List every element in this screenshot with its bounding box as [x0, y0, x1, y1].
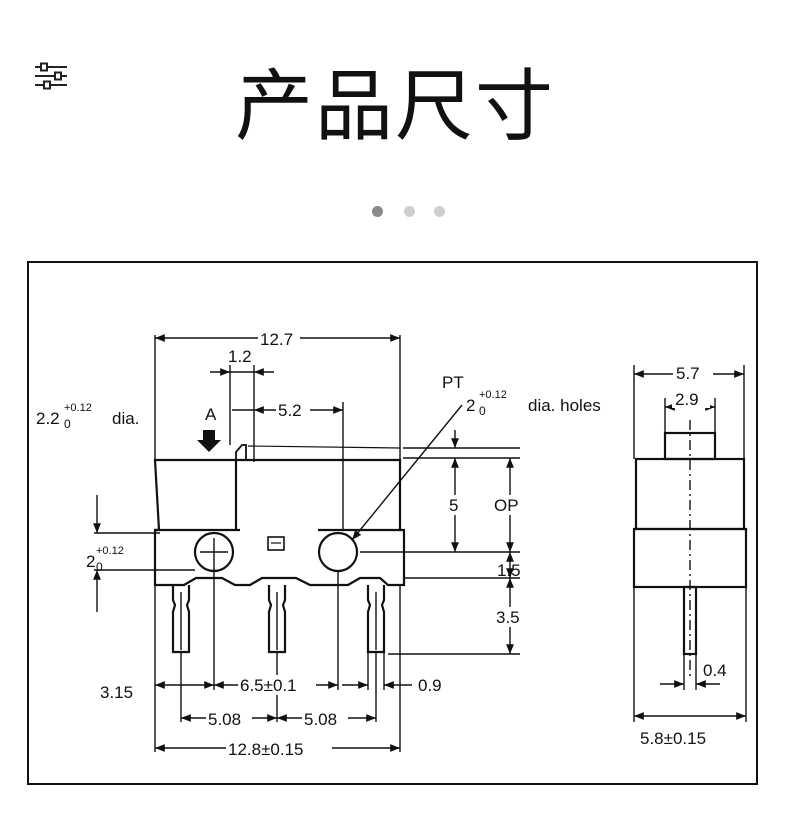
holes-base: 2 [466, 396, 475, 415]
mount-hole-left-tol: +0.12 [64, 402, 92, 414]
force-arrow [197, 430, 221, 452]
hole-dia-tol: +0.12 [96, 545, 124, 557]
mount-hole-left-suffix: dia. [112, 409, 139, 428]
dim-overall-base: 12.8±0.15 [228, 740, 304, 759]
carousel-indicator [372, 206, 452, 220]
dim-pin-pitch-left: 5.08 [208, 710, 241, 729]
dim-hole-bottom-gap: 1.5 [497, 561, 521, 580]
holes-tol0: 0 [479, 404, 486, 418]
dim-actuator-offset: 1.2 [228, 347, 252, 366]
dim-pin-pitch-outer: 6.5±0.1 [240, 676, 297, 695]
dim-pin-length: 3.5 [496, 608, 520, 627]
carousel-dot-1[interactable] [372, 206, 383, 217]
carousel-dot-2[interactable] [404, 206, 415, 217]
drawing-frame [27, 261, 758, 785]
dim-actuator-to-mid: 5.2 [278, 401, 302, 420]
filter-button[interactable] [34, 62, 68, 92]
center-slot [267, 536, 285, 551]
force-marker-label: A [205, 405, 217, 424]
dim-pin-pitch-right: 5.08 [304, 710, 337, 729]
mount-hole-left-tol0: 0 [64, 417, 71, 431]
carousel-dot-3[interactable] [434, 206, 445, 217]
dim-plunger-width: 2.9 [675, 390, 699, 409]
mount-hole-right [317, 531, 359, 573]
dim-pin-width: 0.9 [418, 676, 442, 695]
dim-pin-left-offset: 3.15 [100, 683, 133, 702]
dim-overall-width: 12.7 [260, 330, 293, 349]
hole-dia-tol0: 0 [96, 560, 103, 574]
dim-side-base-width: 5.8±0.15 [640, 729, 706, 748]
page-title: 产品尺寸 [234, 62, 555, 152]
pt-label: PT [442, 373, 464, 392]
holes-tol: +0.12 [479, 389, 507, 401]
actuator-lever [235, 444, 247, 460]
dim-pt-height: 5 [449, 496, 458, 515]
hole-dia-base: 2 [86, 552, 95, 571]
sliders-icon [35, 62, 67, 90]
switch-body [153, 458, 406, 587]
dim-pin-thickness: 0.4 [703, 661, 727, 680]
op-label: OP [494, 496, 519, 515]
dim-side-width-top: 5.7 [676, 364, 700, 383]
mount-hole-left-base: 2.2 [36, 409, 60, 428]
front-view [153, 444, 406, 654]
holes-suffix: dia. holes [528, 396, 601, 415]
